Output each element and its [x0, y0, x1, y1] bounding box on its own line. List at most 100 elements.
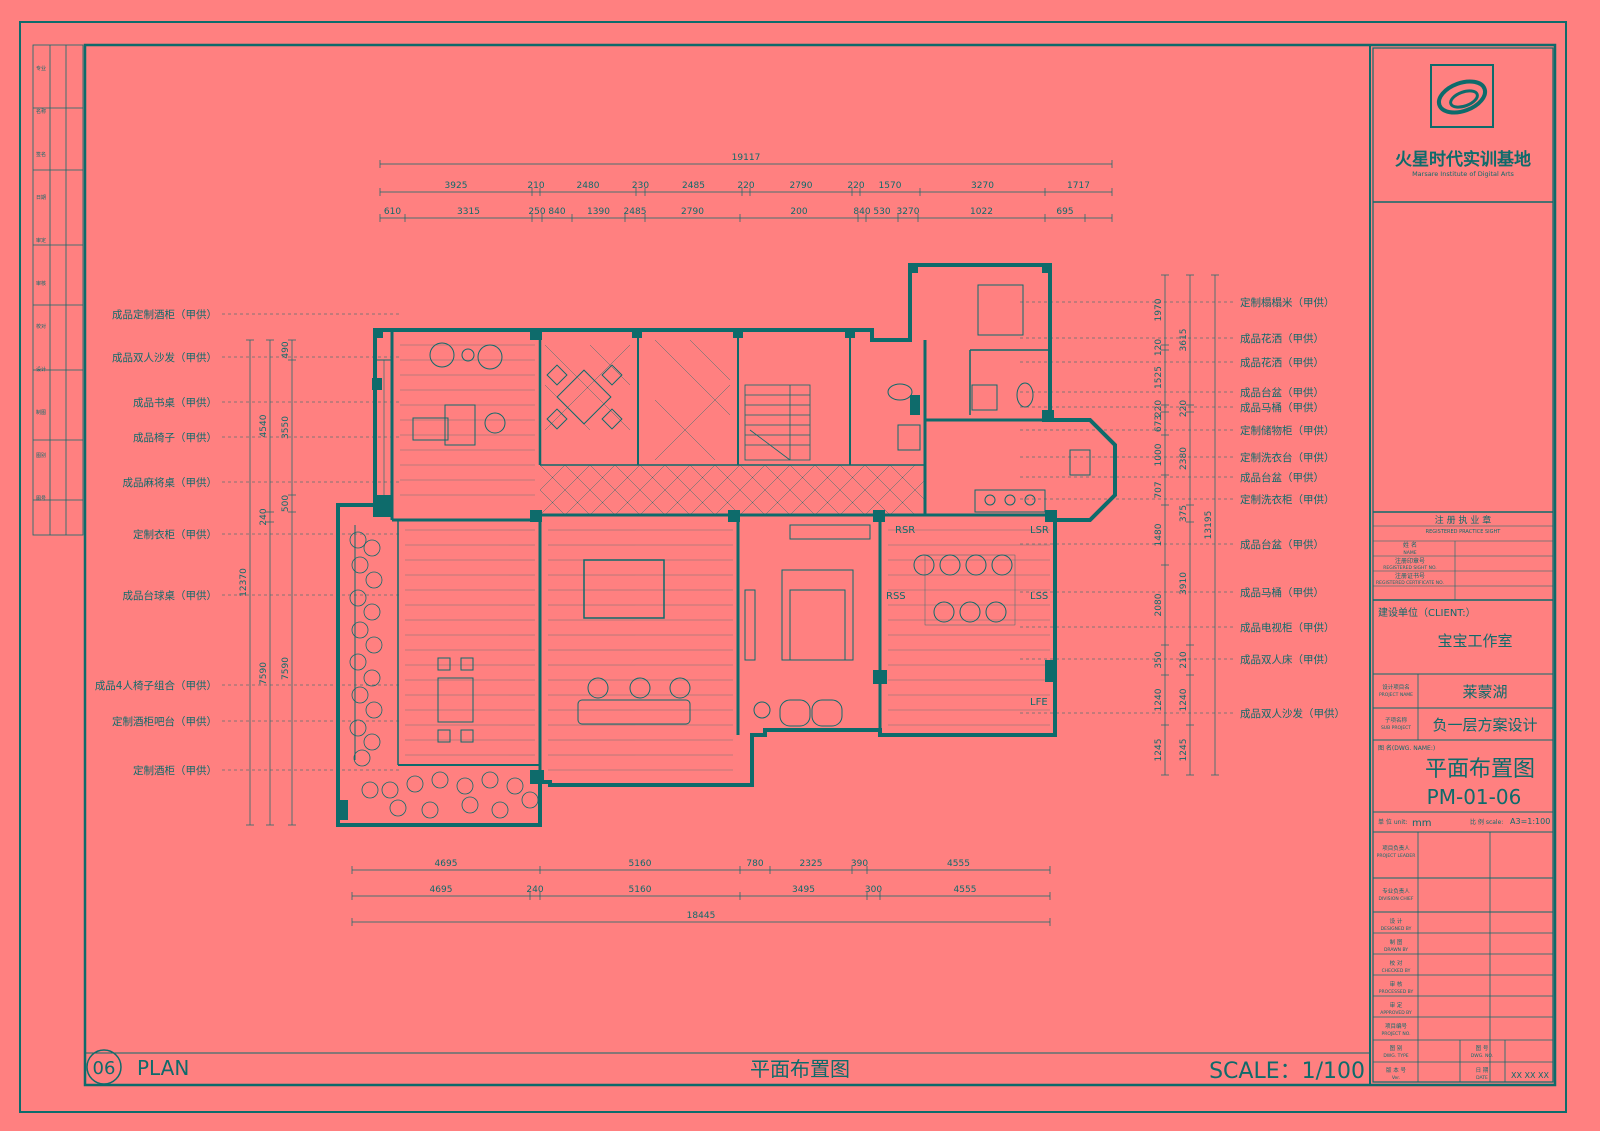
dwg-number: PM-01-06 [1427, 785, 1522, 809]
right-fixture-label: 定制榻榻米（甲供） [1240, 296, 1335, 309]
dimension-value: 3550 [281, 416, 291, 439]
seal-title: 注 册 执 业 章 [1435, 514, 1491, 526]
version-label-en: Ver. [1392, 1075, 1400, 1081]
client-label: 建设单位（CLIENT:） [1378, 606, 1476, 619]
planter-circle [381, 781, 399, 799]
unit-value: mm [1412, 818, 1431, 829]
left-fixture-label: 定制衣柜（甲供） [133, 528, 217, 541]
margin-strip-label: 设计 [36, 366, 46, 373]
planter-circle [353, 749, 371, 767]
planter-circle [365, 701, 383, 719]
chief-label-en: DIVISION CHIEF [1378, 896, 1413, 902]
date-label: 日 期 [1476, 1067, 1489, 1074]
chief-label: 专业负责人 [1382, 887, 1410, 895]
dimension-value: 2380 [1179, 447, 1189, 470]
reg-no-label: 注册印章号 [1395, 557, 1425, 565]
planter-circle [363, 603, 381, 621]
dimension-value: 5160 [629, 885, 652, 895]
dimension-value: 7590 [259, 662, 269, 685]
dimension-value: 375 [1179, 505, 1189, 522]
drawing-number: 06 [93, 1058, 116, 1079]
right-fixture-label: 成品电视柜（甲供） [1240, 621, 1335, 634]
dimension-value: 3270 [897, 207, 920, 217]
right-fixture-label: 成品马桶（甲供） [1240, 586, 1324, 599]
dimension-value: 2485 [624, 207, 647, 217]
outer-border [19, 21, 1567, 1113]
dimension-value: 1240 [1154, 688, 1164, 711]
left-fixture-label: 成品麻将桌（甲供） [123, 476, 218, 489]
planter-circle [349, 653, 367, 671]
right-fixture-label: 成品双人床（甲供） [1240, 653, 1335, 666]
left-fixture-label: 成品台球桌（甲供） [123, 589, 218, 602]
title-block-row-label-en: CHECKED BY [1382, 968, 1411, 974]
dimension-value: 230 [632, 181, 649, 191]
title-block-row-label: 制 图 [1390, 938, 1403, 946]
margin-strip-label: 专业 [36, 65, 46, 72]
room-tag: RSR [895, 525, 915, 536]
dwg-no-label-en: DWG. NO. [1471, 1053, 1493, 1059]
planter-circle [506, 777, 524, 795]
dimension-value: 1245 [1154, 739, 1164, 762]
date-value: XX XX XX [1511, 1071, 1549, 1080]
margin-strip-label: 日期 [36, 195, 46, 201]
margin-strip-label: 图号 [36, 496, 46, 502]
left-fixture-label: 成品4人椅子组合（甲供） [95, 679, 217, 692]
version-label: 版 本 号 [1386, 1066, 1406, 1074]
dimension-value: 350 [1154, 651, 1164, 668]
dimension-value: 1390 [587, 207, 610, 217]
planter-circle [363, 733, 381, 751]
title-block-row-label-en: PROCESSED BY [1379, 989, 1414, 995]
dimension-value: 2790 [681, 207, 704, 217]
margin-strip-label: 名称 [36, 108, 46, 115]
sub-project-name: 负一层方案设计 [1432, 716, 1537, 734]
dimension-value: 240 [259, 508, 269, 525]
leader-label-en: PROJECT LEADER [1377, 853, 1416, 859]
company-name-cn: 火星时代实训基地 [1395, 149, 1531, 170]
left-fixture-label: 成品双人沙发（甲供） [112, 351, 217, 364]
planter-circle [351, 686, 369, 704]
right-fixture-label: 定制洗衣台（甲供） [1240, 451, 1335, 464]
plan-label: PLAN [137, 1056, 189, 1080]
cert-no-label: 注册证书号 [1395, 572, 1425, 580]
dimension-value: 3925 [445, 181, 468, 191]
dimension-value: 1022 [970, 207, 993, 217]
dwg-name-label: 图 名(DWG. NAME:) [1378, 744, 1435, 752]
room-tag: LSR [1030, 525, 1049, 536]
right-fixture-label: 定制洗衣柜（甲供） [1240, 493, 1335, 506]
dimension-value: 19117 [732, 153, 761, 163]
dimension-value: 5160 [629, 859, 652, 869]
dimension-value: 390 [851, 859, 868, 869]
planter-circle [431, 771, 449, 789]
dwg-type-label: 图 别 [1390, 1044, 1403, 1052]
dimension-value: 840 [853, 207, 870, 217]
dimension-value: 780 [746, 859, 763, 869]
dimension-value: 673 [1154, 415, 1164, 432]
planter-circle [349, 589, 367, 607]
planter-circle [421, 801, 439, 819]
dimension-value: 210 [527, 181, 544, 191]
name-label-en: NAME [1403, 550, 1416, 556]
dimension-value: 300 [865, 885, 882, 895]
right-fixture-label: 定制储物柜（甲供） [1240, 424, 1335, 437]
dimension-value: 707 [1154, 481, 1164, 498]
dimension-value: 3270 [971, 181, 994, 191]
dimension-value: 1717 [1067, 181, 1090, 191]
cert-no-label-en: REGISTERED CERTIFICATE NO. [1376, 580, 1444, 586]
dimension-value: 1480 [1154, 523, 1164, 546]
title-block-row-label-en: PROJECT NO. [1381, 1031, 1410, 1037]
dimension-value: 3495 [792, 885, 815, 895]
planter-circle [481, 771, 499, 789]
title-block-row-label-en: APPROVED BY [1380, 1010, 1412, 1016]
margin-strip-label: 审核 [36, 280, 46, 287]
dimension-value: 2325 [800, 859, 823, 869]
dimension-value: 695 [1056, 207, 1073, 217]
client-name: 宝宝工作室 [1437, 632, 1512, 650]
right-fixture-label: 成品台盆（甲供） [1240, 386, 1324, 399]
left-fixture-label: 成品定制酒柜（甲供） [112, 308, 217, 321]
dimension-value: 840 [548, 207, 565, 217]
dimension-value: 1245 [1179, 739, 1189, 762]
dimension-value: 4540 [259, 414, 269, 437]
date-label-en: DATE [1476, 1075, 1488, 1081]
planter-circle [365, 636, 383, 654]
